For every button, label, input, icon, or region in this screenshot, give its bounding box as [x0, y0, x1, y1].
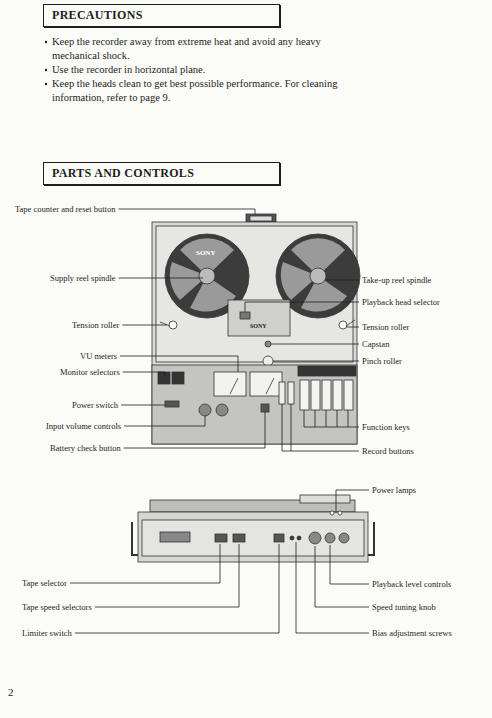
part-label: Limiter switch: [22, 628, 72, 639]
leader-line: [273, 361, 359, 362]
leader-line: [75, 544, 279, 633]
part-label: Pinch roller: [362, 356, 402, 367]
leader-line: [122, 325, 167, 326]
part-label: Supply reel spindle: [50, 273, 116, 284]
part-label: Tension roller: [362, 322, 409, 333]
part-label: Bias adjustment screws: [372, 628, 452, 639]
leader-line: [348, 410, 349, 427]
leader-line: [315, 410, 316, 427]
leader-line: [347, 327, 359, 328]
leader-line: [123, 372, 165, 376]
part-label: Tape counter and reset button: [15, 204, 115, 215]
leader-line: [304, 427, 359, 428]
part-label: Input volume controls: [46, 421, 121, 432]
page-number: 2: [8, 686, 14, 698]
part-label: Capstan: [362, 339, 389, 350]
leader-line: [326, 280, 359, 281]
precaution-note: Keep the recorder away from extreme heat…: [52, 35, 344, 63]
precaution-note: Use the recorder in horizontal plane.: [52, 63, 344, 77]
part-label: Take-up reel spindle: [362, 275, 431, 286]
leader-line: [315, 546, 369, 607]
part-label: Tape selector: [22, 578, 67, 589]
leader-line: [291, 404, 292, 451]
leader-line: [282, 404, 359, 451]
leader-line: [330, 545, 369, 584]
part-label: Function keys: [362, 422, 410, 433]
leader-line: [304, 410, 305, 427]
section-heading-box: PRECAUTIONS: [43, 4, 280, 27]
part-label: Tape speed selectors: [22, 602, 92, 613]
part-label: Tension roller: [72, 320, 119, 331]
leader-line: [296, 542, 369, 633]
part-label: Power lamps: [372, 485, 416, 496]
leader-line: [119, 278, 203, 279]
part-label: Playback level controls: [372, 579, 451, 590]
leader-line: [121, 405, 165, 406]
part-label: Battery check button: [50, 443, 121, 454]
precaution-note: Keep the heads clean to get best possibl…: [52, 77, 344, 105]
part-label: Power switch: [72, 400, 118, 411]
leader-line: [70, 544, 220, 583]
leader-line: [245, 302, 359, 312]
brand-mark: SONY: [196, 250, 215, 258]
part-label: Record buttons: [362, 446, 414, 457]
section-heading: PRECAUTIONS: [52, 8, 271, 23]
part-label: VU meters: [80, 351, 117, 362]
leader-line: [326, 410, 327, 427]
section-heading-box: PARTS AND CONTROLS: [43, 162, 280, 185]
leader-line: [120, 356, 238, 372]
leader-line: [118, 209, 255, 214]
brand-mark: SONY: [250, 323, 267, 330]
leader-line: [95, 544, 239, 607]
part-label: Monitor selectors: [60, 367, 120, 378]
part-label: Playback head selector: [362, 297, 440, 308]
section-heading: PARTS AND CONTROLS: [52, 166, 271, 181]
leader-line: [336, 490, 369, 513]
part-label: Speed tuning knob: [372, 602, 436, 613]
leader-line: [124, 416, 205, 426]
leader-line: [337, 410, 338, 427]
leader-line: [271, 344, 359, 345]
leader-line: [124, 412, 265, 448]
